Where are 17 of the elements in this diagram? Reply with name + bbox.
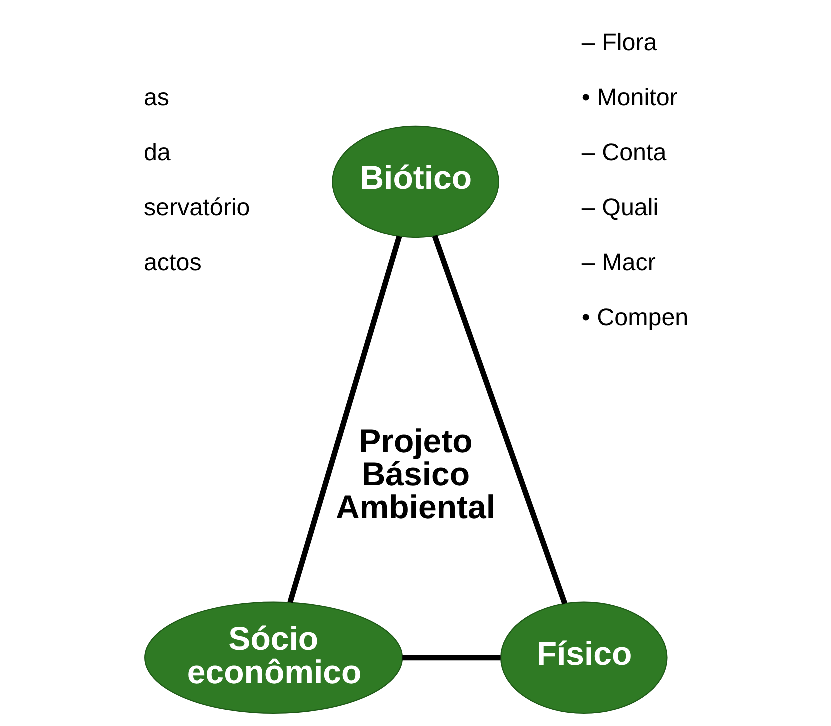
label: • Monitor [582,84,678,112]
connector [402,655,501,661]
label: – Conta [582,140,667,167]
label: as [144,84,170,112]
label: – Macr [582,250,656,277]
label: – Flora [582,30,658,57]
node-ellipse: Sócio econômico [144,602,404,714]
connector [432,235,568,605]
label: – Quali [582,194,659,222]
label: da [144,140,171,167]
connector [288,236,402,604]
node-ellipse: Físico [500,602,668,714]
label: actos [144,250,202,277]
label: Projeto Básico Ambiental [336,422,496,526]
node-ellipse: Biótico [332,126,500,238]
label: • Compen [582,304,689,332]
label: servatório [144,194,250,222]
